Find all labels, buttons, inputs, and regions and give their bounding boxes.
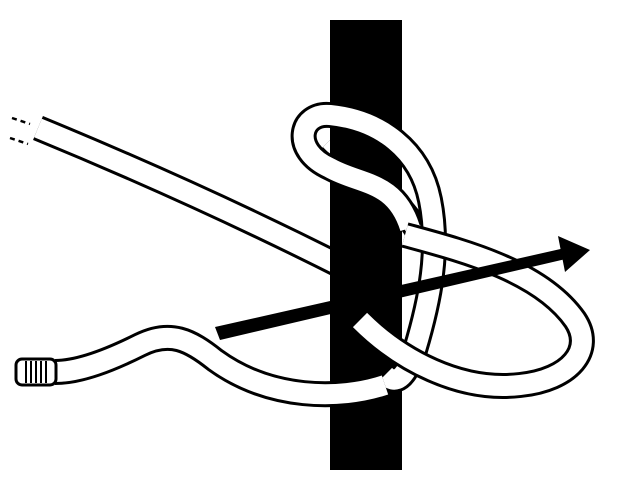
rope-continuation-mark	[11, 116, 31, 126]
arrow-right-icon	[215, 236, 590, 340]
rope-whipped-end-icon	[14, 357, 58, 387]
rope-tail	[54, 324, 390, 408]
rope-standing-part	[9, 115, 351, 280]
rope-continuation-mark	[9, 136, 29, 146]
rope-working-loop	[350, 222, 595, 399]
